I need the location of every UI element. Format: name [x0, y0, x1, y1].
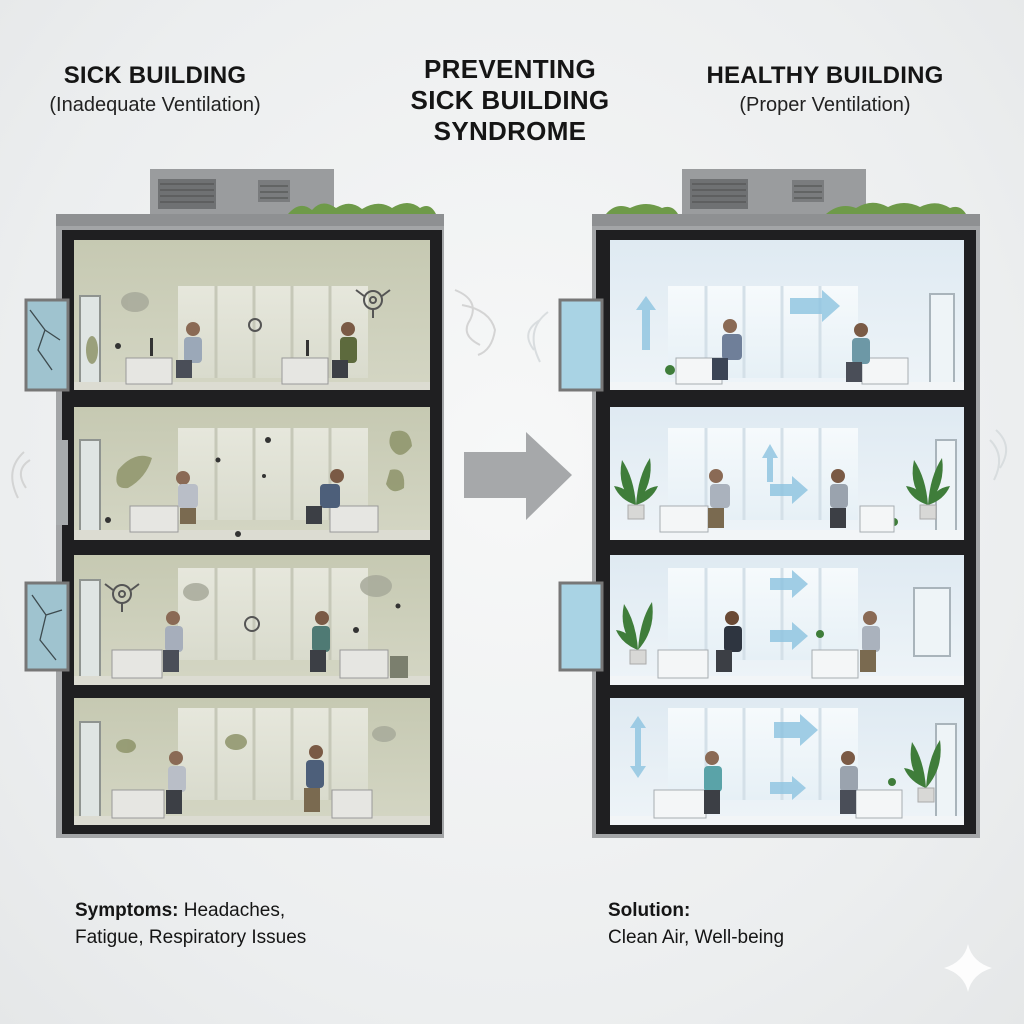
plant-icon	[614, 365, 950, 803]
hvac-unit-icon	[682, 169, 866, 214]
sick-building-title: SICK BUILDING	[63, 62, 247, 89]
clean-window-icon	[558, 298, 604, 672]
symptoms-text-2: Fatigue, Respiratory Issues	[75, 927, 307, 948]
symptoms-text-1: Headaches,	[183, 900, 286, 921]
page-title: PREVENTING SICK BUILDING SYNDROME	[405, 54, 615, 147]
page-title-line-3: SYNDROME	[433, 116, 587, 146]
sparkle-icon	[944, 944, 992, 992]
healthy-building-title: HEALTHY BUILDING	[706, 62, 944, 89]
healthy-office-workers	[653, 319, 909, 819]
solution-label: Solution:	[608, 900, 691, 921]
fresh-air-swirl	[527, 311, 1007, 481]
arrow-right-icon	[464, 432, 572, 520]
hvac-unit-icon	[150, 169, 334, 214]
healthy-building-subtitle: (Proper Ventilation)	[739, 94, 911, 116]
solution-text: Clean Air, Well-being	[608, 927, 785, 948]
sick-building-subtitle: (Inadequate Ventilation)	[49, 94, 261, 116]
sick-office-workers	[111, 322, 408, 819]
bug-icon	[105, 343, 401, 633]
sick-building	[11, 169, 497, 838]
cracked-window-icon	[24, 298, 70, 672]
page-title-line-1: PREVENTING	[423, 54, 597, 84]
roof-grass	[288, 203, 436, 214]
page-title-line-2: SICK BUILDING	[410, 85, 610, 115]
symptoms-label: Symptoms:	[75, 900, 179, 921]
healthy-floors	[610, 240, 964, 825]
biohazard-icon	[104, 289, 391, 632]
airflow-arrow-icon	[630, 290, 840, 800]
healthy-building	[527, 169, 1007, 838]
solution-caption: Solution: Clean Air, Well-being	[608, 897, 908, 951]
sick-building-heading: SICK BUILDING (Inadequate Ventilation)	[40, 62, 270, 117]
polluted-air-swirl	[11, 289, 497, 499]
mold-spot-icon	[86, 292, 412, 753]
roof-grass	[606, 202, 966, 214]
healthy-building-heading: HEALTHY BUILDING (Proper Ventilation)	[695, 62, 955, 117]
symptoms-caption: Symptoms: Headaches, Fatigue, Respirator…	[75, 897, 375, 951]
